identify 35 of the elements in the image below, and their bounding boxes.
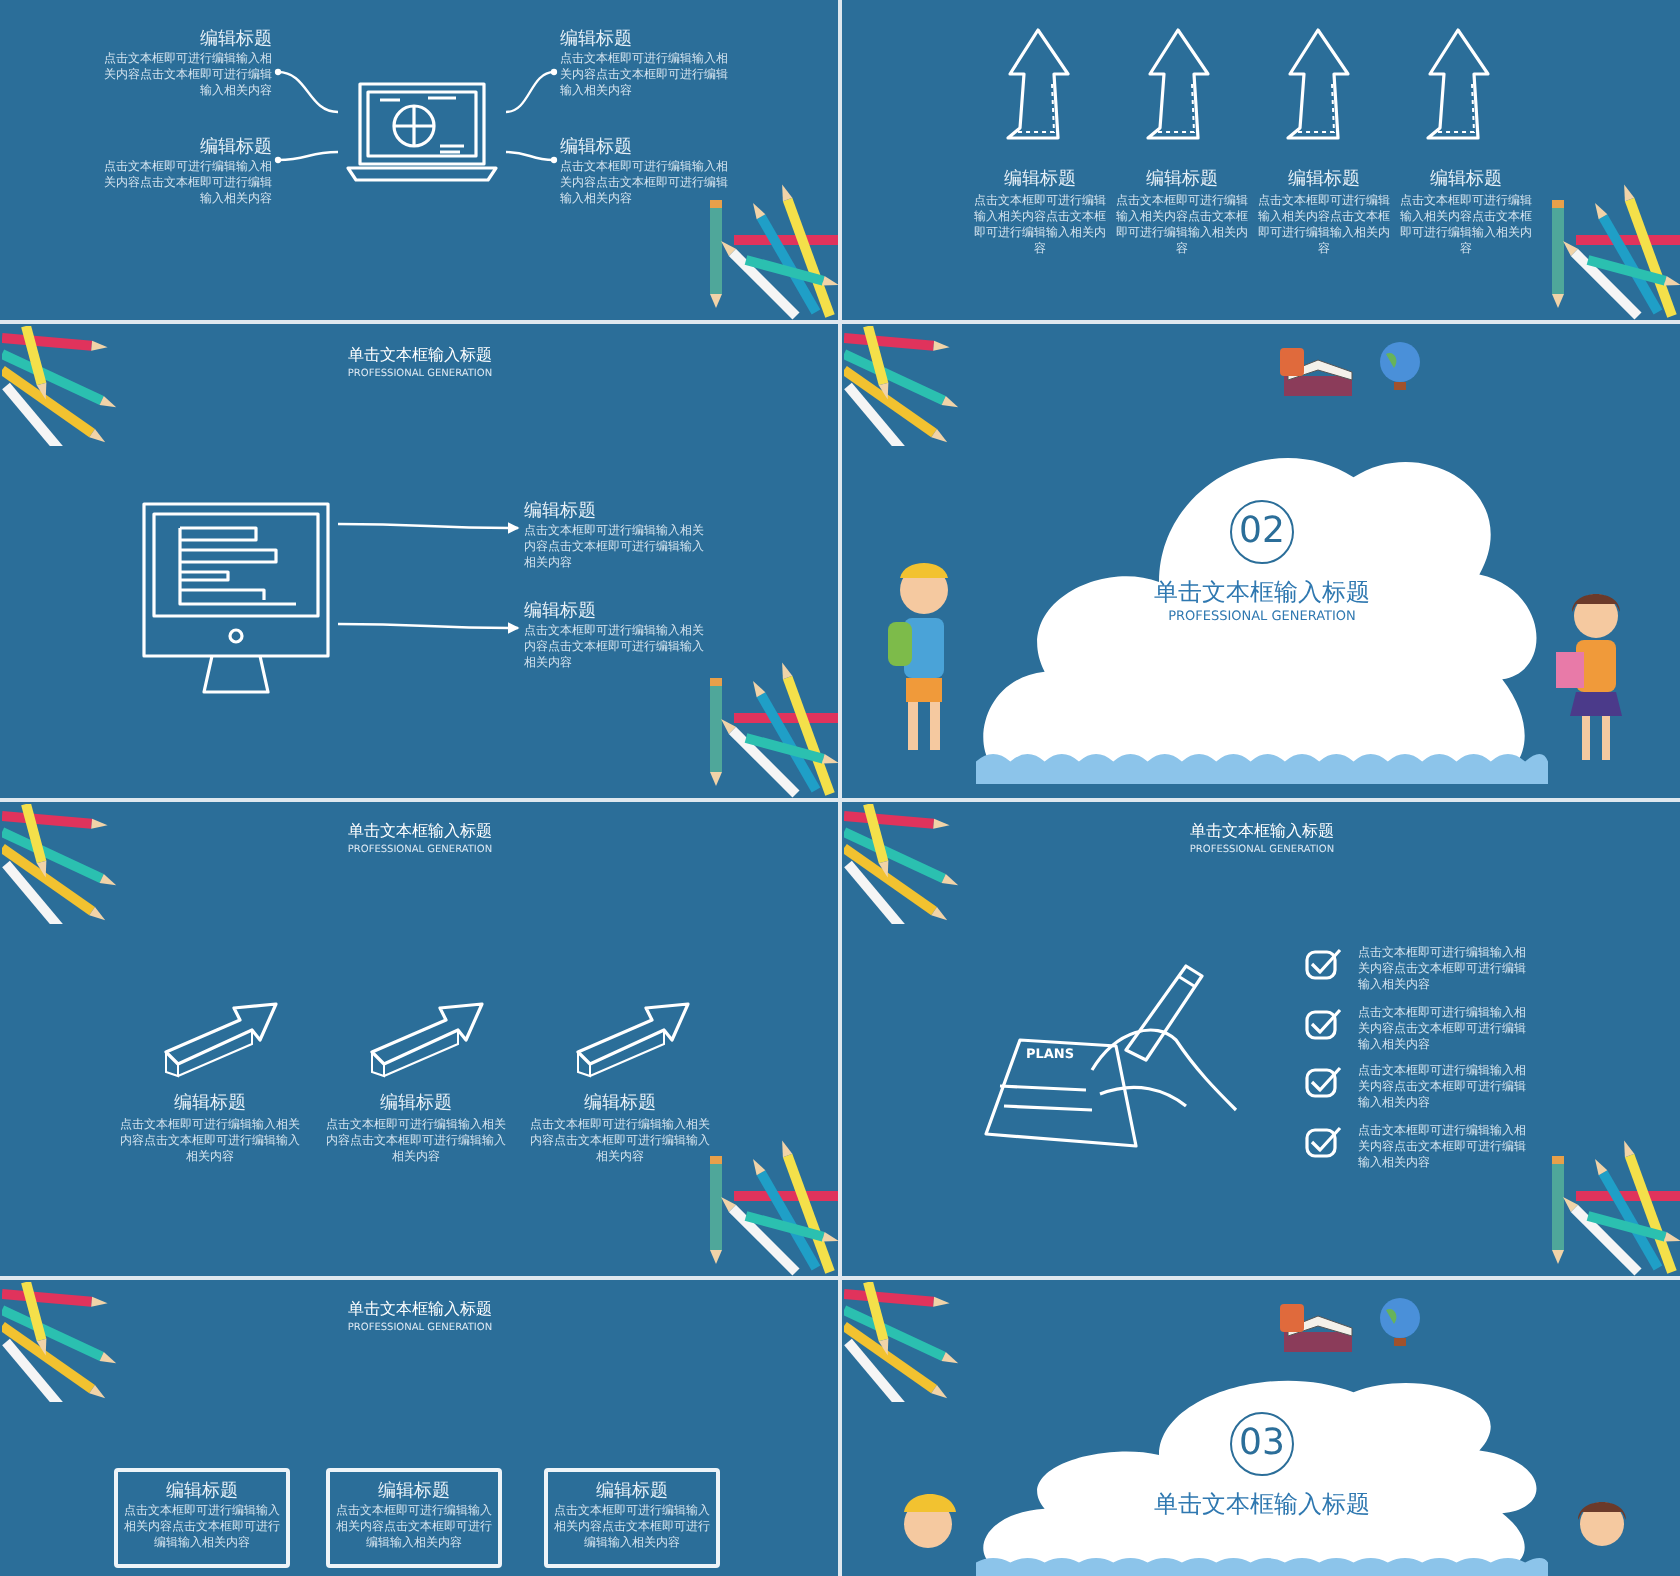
- heading: 编辑标题: [594, 1480, 670, 1504]
- heading: 编辑标题: [524, 600, 598, 624]
- heading: 编辑标题: [560, 28, 634, 52]
- heading: 编辑标题: [582, 1092, 658, 1116]
- connector-line: [274, 68, 339, 114]
- section-number: 02: [1230, 500, 1294, 564]
- heading: 编辑标题: [524, 500, 598, 524]
- heading: 编辑标题: [198, 136, 272, 160]
- heading: 编辑标题: [1002, 168, 1078, 192]
- connector-line: [505, 68, 558, 114]
- heading: 编辑标题: [164, 1480, 240, 1504]
- connector-line: [274, 150, 339, 164]
- laptop-drawing: [344, 80, 500, 184]
- section-number: 03: [1230, 1412, 1294, 1476]
- text-frame: [114, 1468, 290, 1568]
- heading: 编辑标题: [1428, 168, 1504, 192]
- heading: 编辑标题: [1286, 168, 1362, 192]
- text-frame: [544, 1468, 720, 1568]
- text-frame: [326, 1468, 502, 1568]
- connector-line: [338, 521, 520, 534]
- slide-title: 单击文本框输入标题: [1188, 822, 1336, 842]
- heading: 编辑标题: [1144, 168, 1220, 192]
- connector-line: [338, 621, 520, 634]
- slide-title: 单击文本框输入标题: [1154, 1488, 1370, 1520]
- heading: 编辑标题: [376, 1480, 452, 1504]
- slide-title: 单击文本框输入标题: [346, 1300, 494, 1320]
- slide-title: 单击文本框输入标题: [346, 822, 494, 842]
- heading: 编辑标题: [198, 28, 272, 52]
- slide-title: 单击文本框输入标题: [346, 346, 494, 366]
- monitor-drawing: [140, 500, 332, 700]
- heading: 编辑标题: [172, 1092, 248, 1116]
- heading: 编辑标题: [378, 1092, 454, 1116]
- heading: 编辑标题: [560, 136, 634, 160]
- slide-title: 单击文本框输入标题: [1154, 576, 1370, 608]
- connector-line: [505, 150, 558, 164]
